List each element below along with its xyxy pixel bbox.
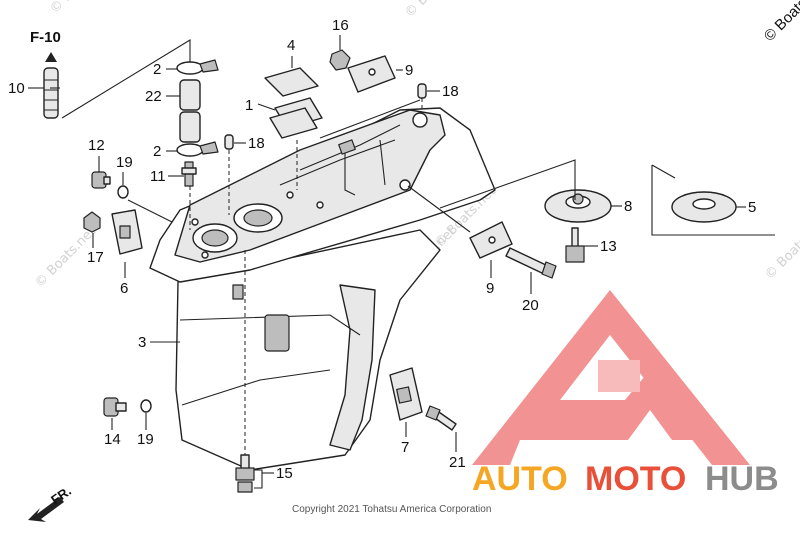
- nut-16: [329, 49, 351, 71]
- cover-6: [111, 209, 143, 255]
- gear-case-skeg: [329, 284, 376, 451]
- callout-9: 9: [405, 62, 413, 79]
- logo-inner-shape: [598, 360, 640, 392]
- bolt-20: [505, 247, 557, 279]
- callout-5: 5: [748, 199, 756, 216]
- anode-9-bottom: [469, 221, 513, 259]
- seal-4: [264, 67, 319, 97]
- callout-4: 4: [287, 37, 295, 54]
- automotohub-logo: [472, 290, 750, 465]
- dowel-pin-18-right: [417, 83, 427, 99]
- copyright-text: Copyright 2021 Tohatsu America Corporati…: [292, 504, 491, 515]
- anode-8: [544, 189, 612, 223]
- callout-2: 2: [153, 61, 161, 78]
- watermark-text: © Boats.net: [762, 216, 800, 283]
- brand-hub: HUB: [705, 460, 779, 498]
- callout-19: 19: [116, 154, 133, 171]
- water-tube-10: [43, 67, 59, 119]
- washer-19-bottom: [140, 399, 152, 413]
- front-direction-arrow-icon: [28, 497, 64, 522]
- brand-wordmark: AUTO MOTO HUB: [472, 460, 779, 498]
- water-hose-22: [179, 79, 201, 143]
- plug-14: [103, 397, 127, 417]
- section-code: F-10: [30, 29, 61, 46]
- callout-14: 14: [104, 431, 121, 448]
- hose-clamp-2-top: [176, 59, 219, 75]
- callout-11: 11: [150, 168, 166, 185]
- bolt-21: [425, 405, 457, 431]
- callout-20: 20: [522, 297, 539, 314]
- hose-clamp-2-bottom: [176, 141, 219, 157]
- brand-auto: AUTO: [472, 460, 568, 498]
- callout-17: 17: [87, 249, 104, 266]
- callout-6: 6: [120, 280, 128, 297]
- logo-triangle-mark: [472, 290, 750, 465]
- callout-12: 12: [88, 137, 105, 154]
- callout-16: 16: [332, 17, 349, 34]
- bolt-12: [91, 171, 111, 189]
- gear-case-assembly: [149, 107, 496, 471]
- callout-2: 2: [153, 143, 161, 160]
- callout-9: 9: [486, 280, 494, 297]
- callout-1: 1: [245, 97, 253, 114]
- washer-19-top: [117, 185, 129, 199]
- callout-22: 22: [145, 88, 162, 105]
- callout-3: 3: [138, 334, 146, 351]
- bolt-15: [235, 250, 255, 493]
- callout-19: 19: [137, 431, 154, 448]
- arrow-up-icon: [45, 52, 57, 62]
- watermark-text: © Boats.net: [402, 0, 469, 21]
- seal-1: [269, 97, 323, 139]
- callout-21: 21: [449, 454, 466, 471]
- callout-10: 10: [8, 80, 25, 97]
- grommet-11: [181, 161, 197, 187]
- anode-5: [671, 191, 737, 223]
- corner-copyright-mark: © Boats: [761, 0, 800, 45]
- nut-17: [83, 211, 101, 233]
- callouts: 1 2 2 3 4 5 6 7 8 9 9 10 11 12 13 14 15 …: [8, 17, 756, 482]
- watermark-text: © Boats.net: [47, 0, 114, 17]
- callout-18: 18: [442, 83, 459, 100]
- gear-case-side-port: [264, 314, 290, 352]
- callout-7: 7: [401, 439, 409, 456]
- callout-15: 15: [276, 465, 293, 482]
- alt-part-frame: [651, 165, 775, 236]
- callout-18: 18: [248, 135, 265, 152]
- callout-13: 13: [600, 238, 617, 255]
- bolt-13: [565, 227, 585, 263]
- callout-8: 8: [624, 198, 632, 215]
- anode-9-top: [347, 55, 396, 93]
- cover-7: [389, 367, 423, 421]
- dowel-pin-18-left: [224, 134, 234, 150]
- brand-moto: MOTO: [585, 460, 686, 498]
